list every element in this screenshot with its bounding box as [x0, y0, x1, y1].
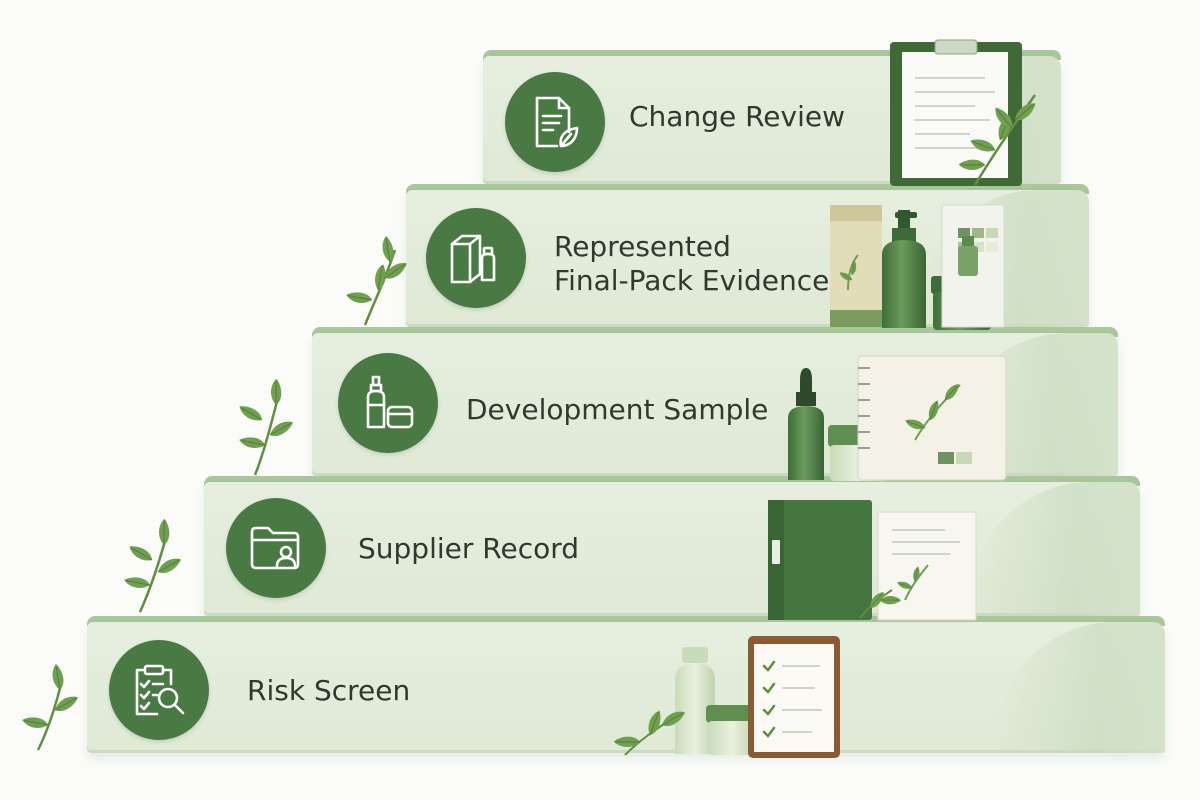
step-label: Supplier Record: [358, 532, 580, 565]
step-final-pack-evidence: Represented Final-Pack Evidence: [406, 184, 1089, 327]
leaf-sprig: [122, 517, 185, 613]
dropper-jar-icon: [338, 353, 438, 453]
folder-person-icon: [226, 498, 326, 598]
leaf-sprig: [20, 663, 82, 751]
clipboard-magnifier-icon: [109, 640, 209, 740]
step-supplier-record: Supplier Record: [204, 476, 1140, 616]
leaf-sprig: [344, 235, 411, 326]
step-risk-screen: Risk Screen: [87, 616, 1165, 753]
document-leaf-icon: [505, 72, 605, 172]
step-label: Risk Screen: [247, 674, 411, 707]
step-label: Represented Final-Pack Evidence: [554, 230, 830, 297]
step-change-review: Change Review: [483, 50, 1061, 184]
step-label: Development Sample: [466, 393, 769, 426]
leaf-sprig: [236, 377, 297, 476]
box-bottle-icon: [426, 208, 526, 308]
step-label: Change Review: [629, 100, 846, 133]
step-development-sample: Development Sample: [312, 327, 1118, 476]
